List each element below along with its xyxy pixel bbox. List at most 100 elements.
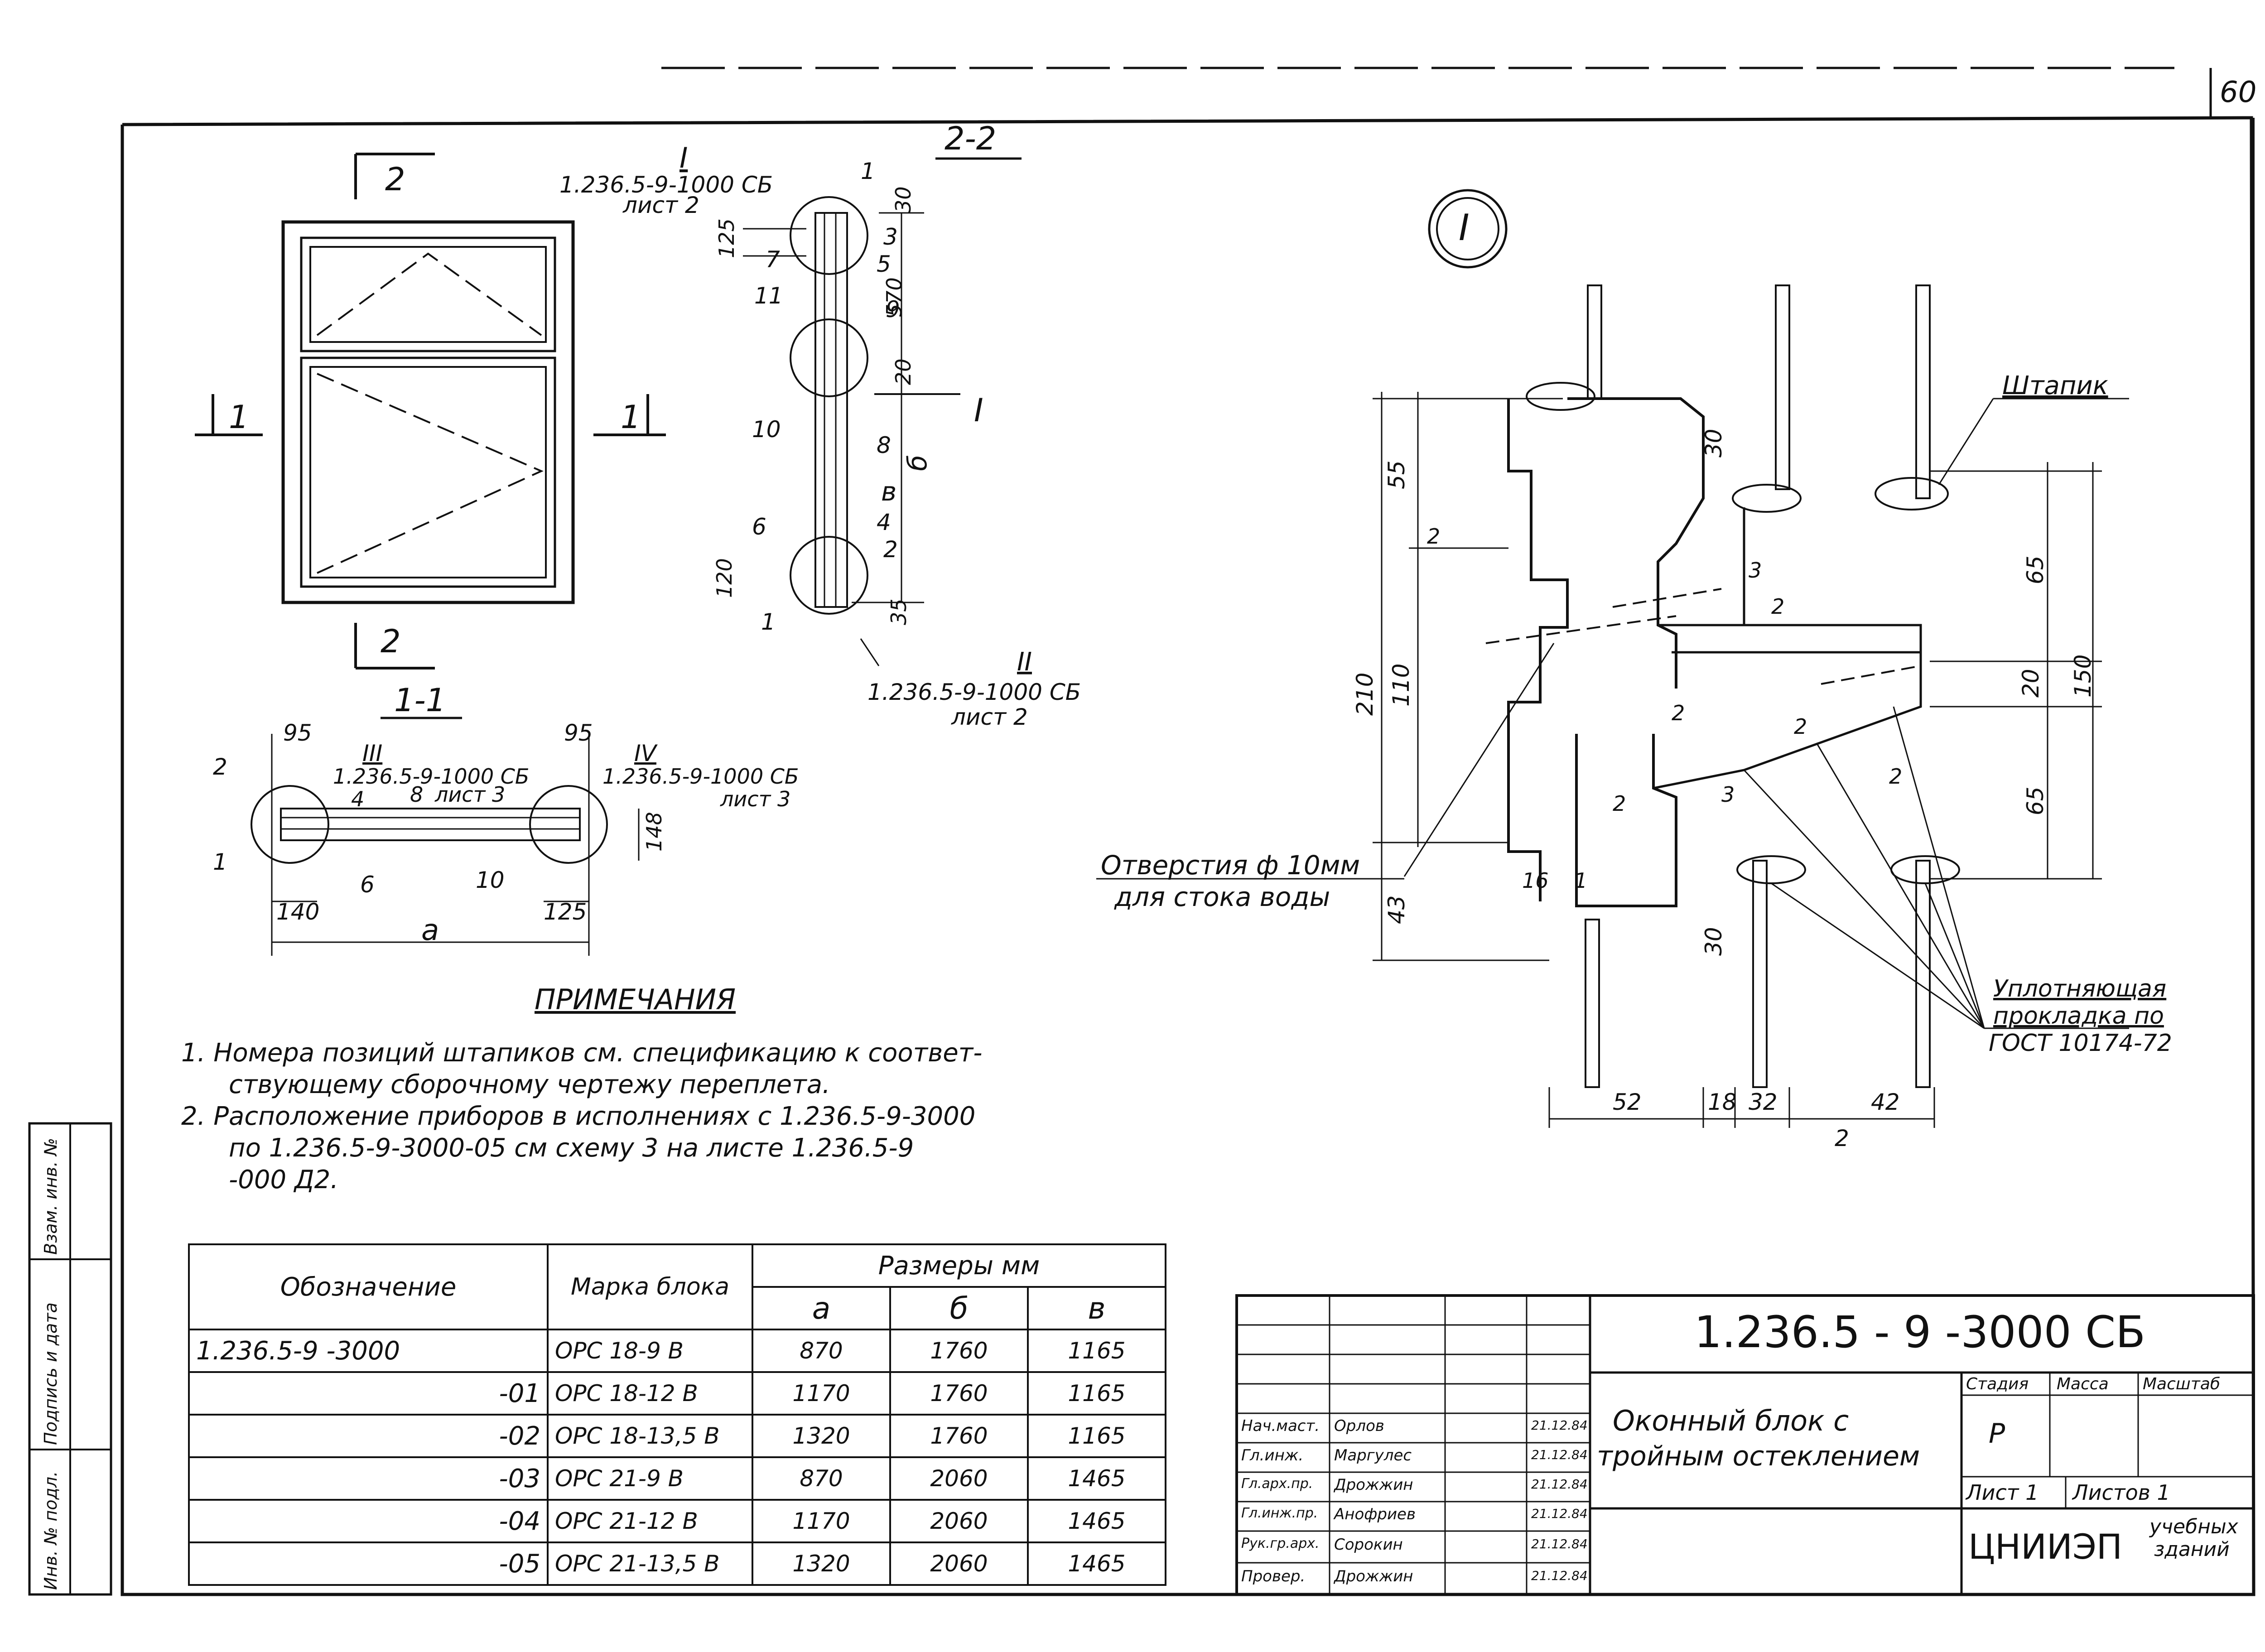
detail-dim: 1	[1574, 868, 1587, 893]
ref-III-sheet: лист 3	[434, 782, 505, 807]
signer-name: Маргулес	[1334, 1446, 1412, 1464]
cut-mark-label: 2	[381, 623, 401, 660]
signer-date: 21.12.84	[1531, 1536, 1588, 1551]
row-mark: ОРС 21-12 В	[547, 1499, 753, 1543]
detail-dim: 32	[1749, 1089, 1778, 1115]
row-mark: ОРС 21-9 В	[547, 1456, 753, 1501]
section-position: 7	[766, 246, 780, 273]
header-b: б	[889, 1286, 1029, 1330]
row-designation: 1.236.5-9 -3000	[188, 1329, 549, 1373]
table-row: 1.236.5-9 -3000 ОРС 18-9 В 870 1760 1165	[188, 1329, 1166, 1373]
section-dim: б	[902, 455, 933, 471]
section-position: 11	[754, 283, 783, 309]
ref-II-code: 1.236.5-9-1000 СБ	[867, 679, 1081, 705]
detail-dim: 30	[1701, 429, 1727, 458]
row-b: 1760	[889, 1414, 1029, 1458]
sheet-label: Лист 1	[1966, 1480, 2039, 1505]
ref-II-sheet: лист 2	[951, 704, 1028, 730]
section-position: 6	[752, 514, 766, 540]
section-dim: 120	[712, 558, 737, 598]
ref-IV-code: 1.236.5-9-1000 СБ	[602, 764, 799, 789]
row-mark: ОРС 21-13,5 В	[547, 1541, 753, 1586]
ref-I-sheet: лист 2	[622, 192, 699, 218]
plan-dim: 125	[544, 899, 587, 925]
side-strip-label: Инв. № подл.	[41, 1471, 61, 1590]
gasket-label: Уплотняющая	[1993, 975, 2166, 1002]
note-line: 2. Расположение приборов в исполнениях с…	[181, 1102, 976, 1131]
callout-IV-mark: IV	[634, 740, 658, 766]
title-block-grid	[1235, 1294, 2255, 1596]
row-b: 2060	[889, 1541, 1029, 1586]
detail-dim: 110	[1388, 664, 1414, 707]
doc-name-line2: тройным остеклением	[1597, 1440, 1920, 1472]
section-position: 10	[752, 416, 781, 443]
mass-header: Масса	[2057, 1375, 2109, 1393]
detail-dim: 43	[1383, 895, 1410, 924]
signer-role: Гл.инж.пр.	[1241, 1505, 1318, 1521]
section-position: 1	[761, 609, 776, 635]
row-a: 1320	[752, 1414, 891, 1458]
detail-dim: 2	[1427, 524, 1440, 549]
ref-IV-sheet: лист 3	[720, 787, 790, 811]
cut-mark-label: 1	[621, 399, 641, 436]
header-a: а	[752, 1286, 891, 1330]
signer-date: 21.12.84	[1531, 1447, 1588, 1462]
stage-value: Р	[1989, 1418, 2005, 1450]
header-sizes: Размеры мм	[752, 1243, 1166, 1288]
shtapik-label: Штапик	[2002, 371, 2108, 400]
side-strip-label: Взам. инв. №	[41, 1138, 61, 1255]
row-a: 1170	[752, 1499, 891, 1543]
callout-I-mark: I	[974, 392, 983, 429]
section-position: 5	[877, 251, 891, 277]
section-1-1-title: 1-1	[394, 682, 446, 719]
callout-II-mark: II	[1017, 647, 1032, 677]
header-v: в	[1027, 1286, 1166, 1330]
row-designation: -04	[188, 1499, 549, 1543]
row-v: 1165	[1027, 1329, 1166, 1373]
section-dim: 125	[714, 218, 739, 258]
table-row: -02 ОРС 18-13,5 В 1320 1760 1165	[188, 1414, 1166, 1458]
signer-date: 21.12.84	[1531, 1568, 1588, 1583]
detail-dim: 18	[1708, 1089, 1737, 1115]
row-b: 2060	[889, 1499, 1029, 1543]
signer-name: Дрожжин	[1334, 1476, 1413, 1494]
row-b: 1760	[889, 1329, 1029, 1373]
detail-dim: 2	[1835, 1125, 1849, 1151]
row-v: 1465	[1027, 1456, 1166, 1501]
header-designation: Обозначение	[188, 1243, 549, 1330]
row-b: 1760	[889, 1371, 1029, 1416]
window-elevation	[195, 153, 666, 669]
callout-III-mark: III	[362, 740, 382, 766]
detail-dim: 210	[1352, 673, 1378, 716]
drain-hole-label: для стока воды	[1114, 881, 1330, 912]
row-designation: -01	[188, 1371, 549, 1416]
detail-dim: 55	[1383, 460, 1410, 489]
org-name-line3: зданий	[2154, 1538, 2230, 1561]
signer-role: Провер.	[1241, 1567, 1306, 1585]
row-v: 1165	[1027, 1371, 1166, 1416]
row-designation: -02	[188, 1414, 549, 1458]
signer-role: Гл.арх.пр.	[1241, 1476, 1313, 1492]
detail-I-label: I	[1459, 207, 1470, 249]
table-row: -03 ОРС 21-9 В 870 2060 1465	[188, 1456, 1166, 1501]
sheet-number: 60	[2220, 76, 2256, 109]
row-mark: ОРС 18-12 В	[547, 1371, 753, 1416]
callout-I-mark: I	[680, 141, 688, 174]
section-2-2-title: 2-2	[945, 120, 996, 157]
cut-mark-label: 1	[229, 399, 249, 436]
spec-table: Обозначение Марка блока Размеры мм а б в…	[188, 1243, 1166, 1586]
row-a: 870	[752, 1329, 891, 1373]
cut-mark-label: 2	[385, 161, 405, 198]
row-designation: -03	[188, 1456, 549, 1501]
row-v: 1165	[1027, 1414, 1166, 1458]
detail-dim: 2	[1613, 791, 1626, 816]
signer-name: Дрожжин	[1334, 1567, 1413, 1585]
signer-name: Сорокин	[1334, 1536, 1403, 1554]
row-mark: ОРС 18-13,5 В	[547, 1414, 753, 1458]
detail-dim: 42	[1871, 1089, 1900, 1115]
section-2-2	[743, 157, 1022, 666]
note-line: ствующему сборочному чертежу переплета.	[229, 1070, 830, 1099]
detail-dim: 3	[1749, 558, 1762, 583]
detail-dim: 150	[2070, 655, 2096, 698]
